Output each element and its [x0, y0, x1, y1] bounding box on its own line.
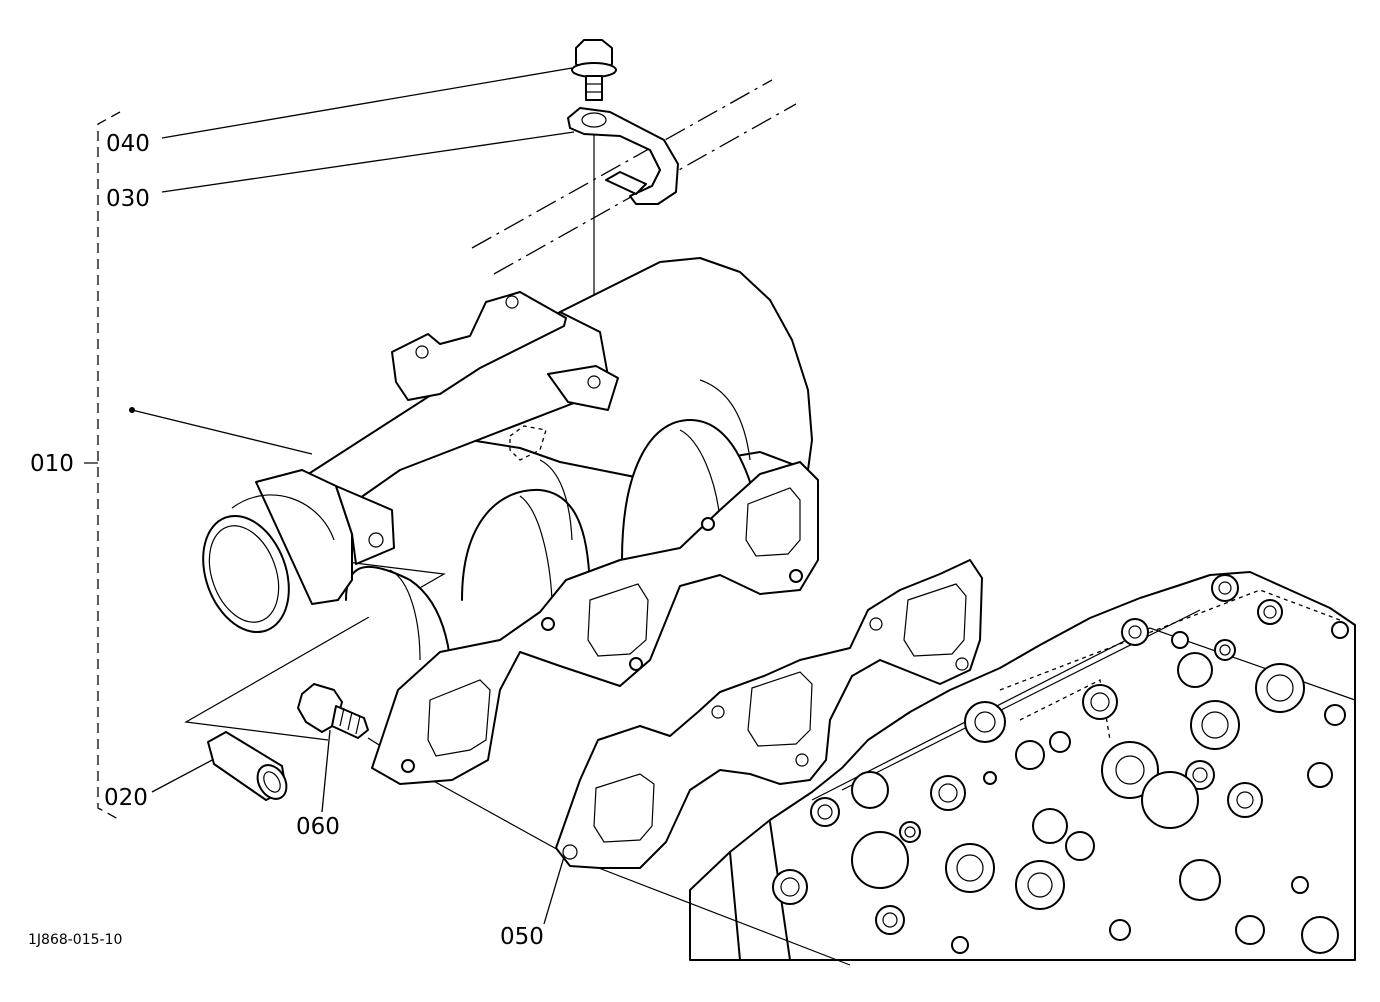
label-020: 020: [104, 785, 148, 811]
label-060: 060: [296, 814, 340, 840]
drawing-code: 1J868-015-10: [28, 932, 122, 948]
label-050: 050: [500, 924, 544, 950]
stud-bolt-part-060: [297, 683, 369, 739]
label-010: 010: [30, 451, 74, 477]
gasket-part-050: [555, 559, 983, 869]
exhaust-manifold-part-010: [202, 257, 819, 785]
flange-bolt-part-040: [571, 39, 617, 101]
sleeve-part-020: [207, 731, 288, 801]
callout-labels: 040 030 010 020 060 050 1J868-015-10: [28, 131, 544, 950]
label-030: 030: [106, 186, 150, 212]
assembly-bracket: [84, 111, 121, 821]
cylinder-head: [689, 571, 1356, 961]
bracket-part-030: [567, 107, 679, 205]
label-040: 040: [106, 131, 150, 157]
